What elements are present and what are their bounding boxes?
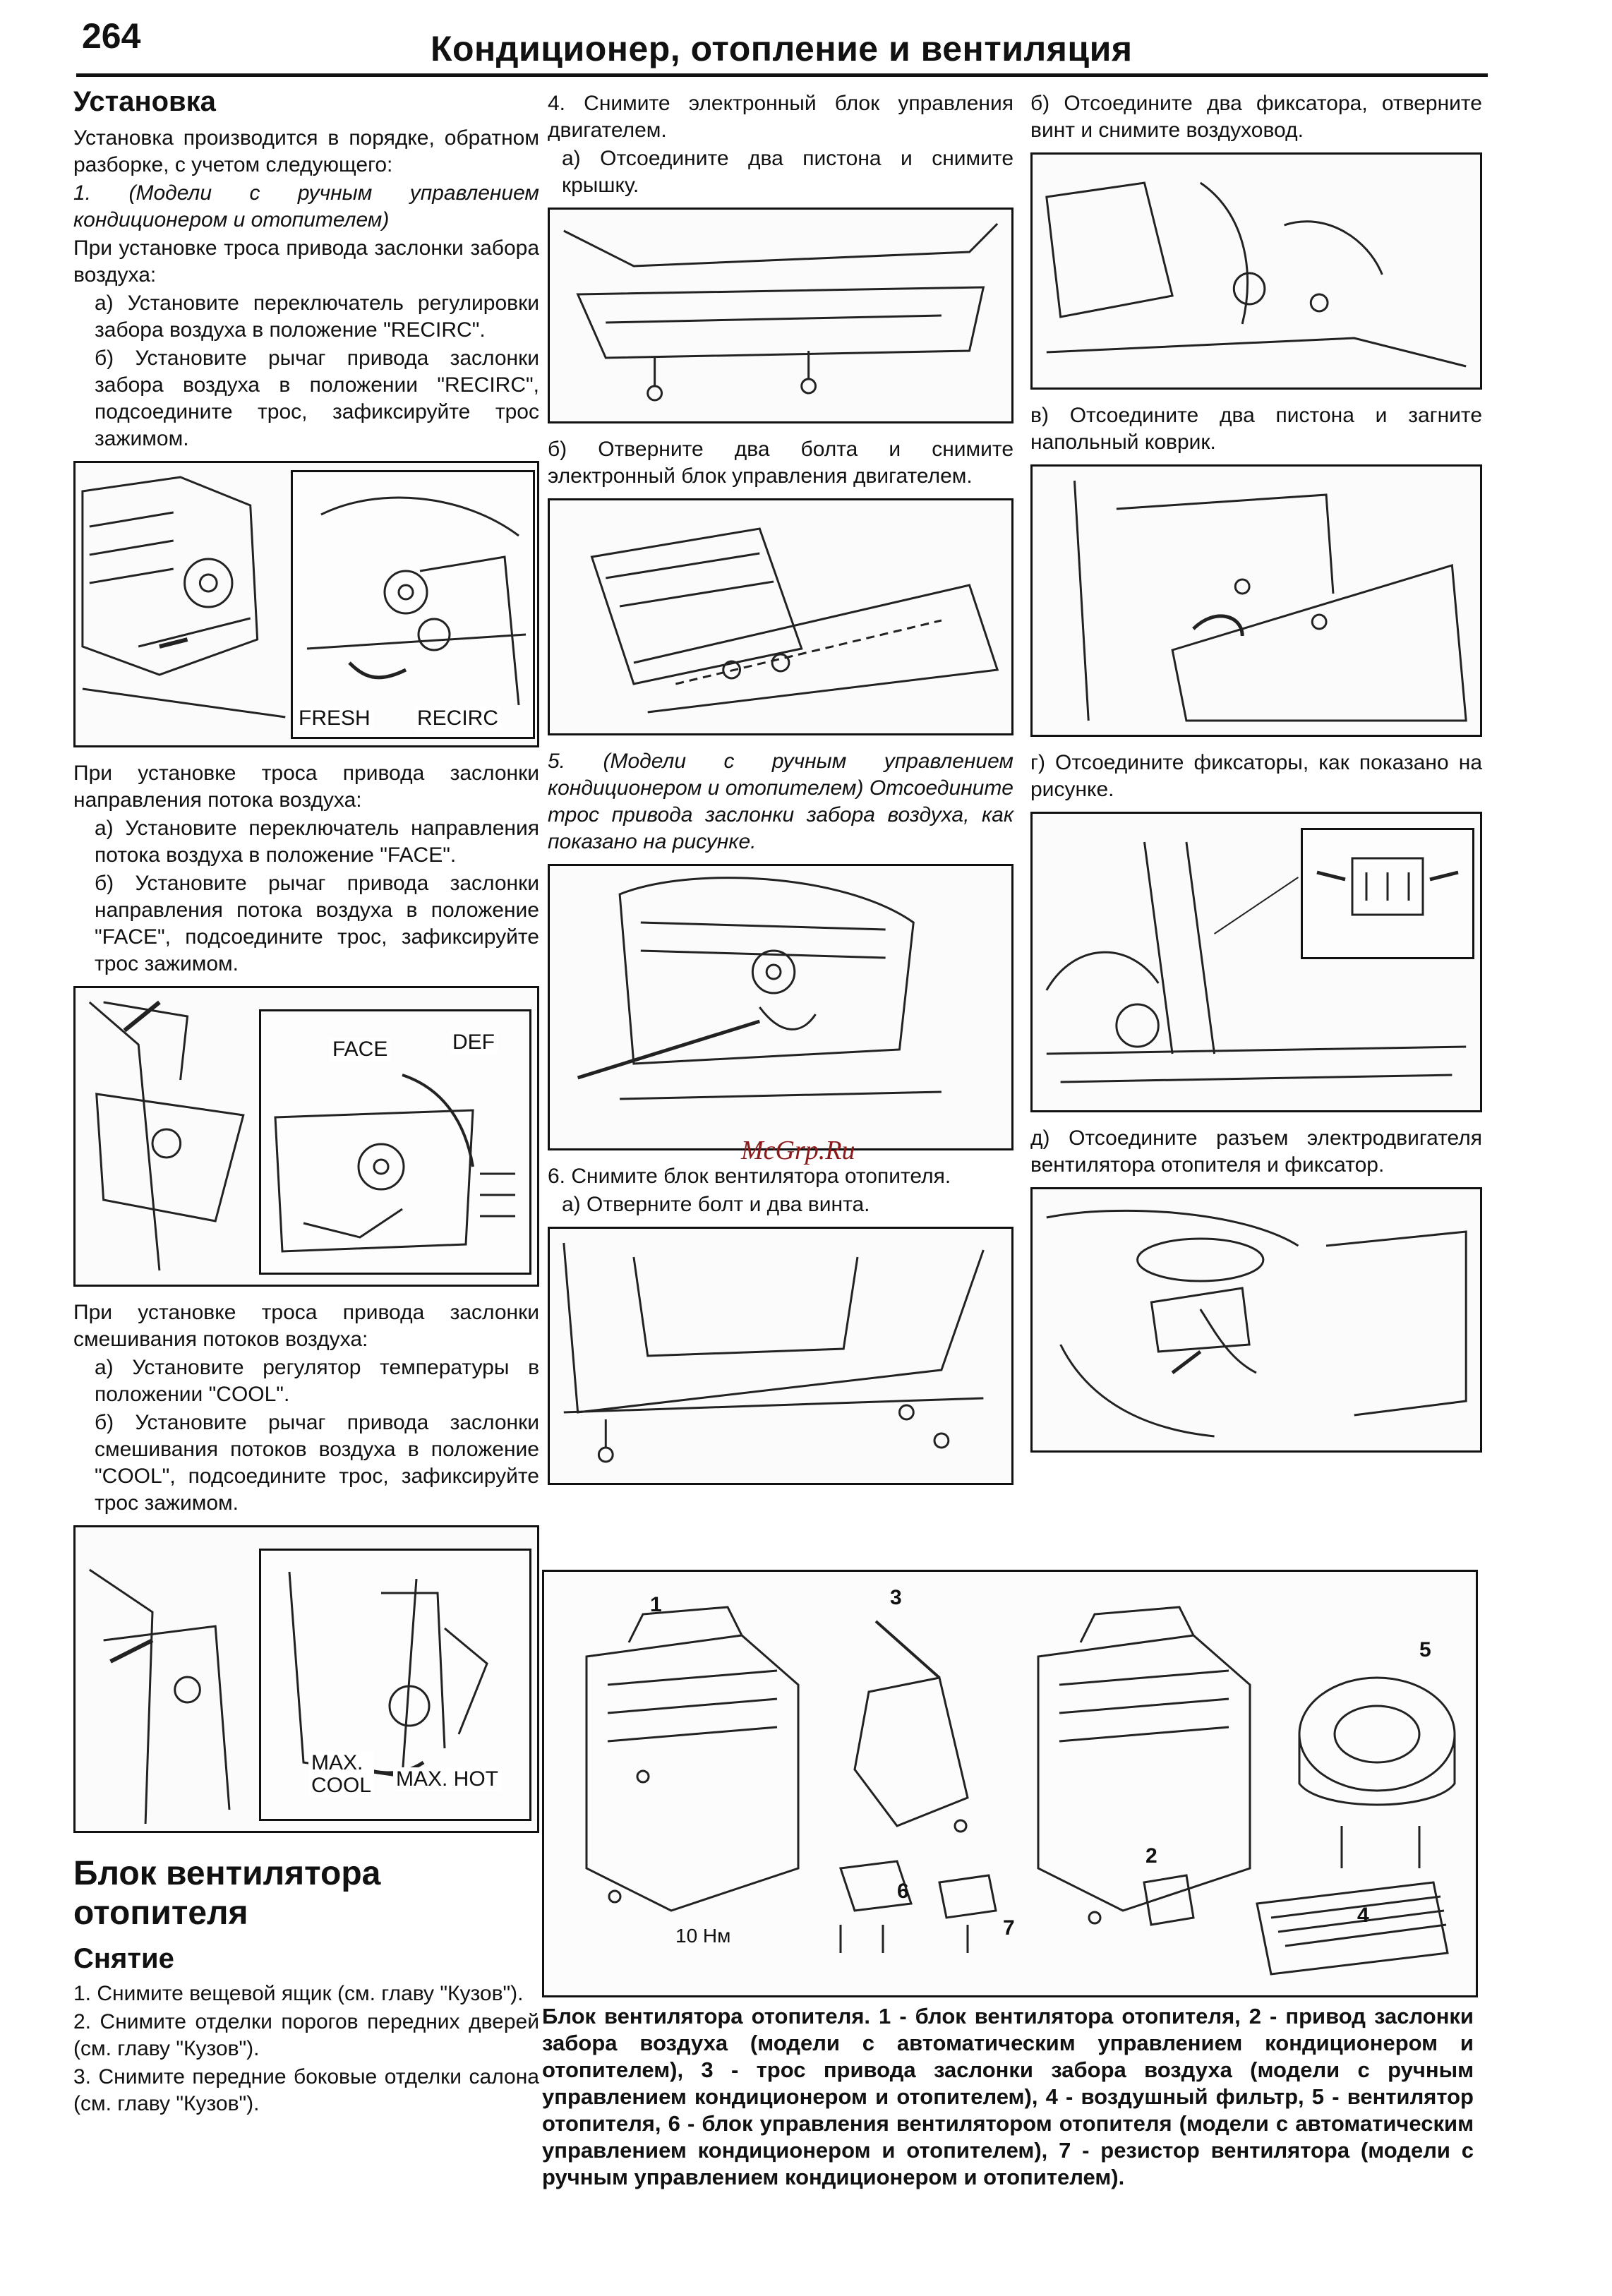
callout-7: 7 bbox=[1003, 1916, 1015, 1940]
callout-1: 1 bbox=[650, 1593, 662, 1616]
text-removal-3: 3. Снимите передние боковые отделки сало… bbox=[73, 2065, 539, 2115]
text-step-b: б) Установите рычаг привода заслонки заб… bbox=[95, 347, 539, 450]
text-step-b-face: б) Установите рычаг привода заслонки нап… bbox=[95, 872, 539, 975]
figure-floor-mat bbox=[1030, 464, 1482, 737]
heading-install: Установка bbox=[73, 86, 216, 117]
figure-inset-intake bbox=[291, 470, 535, 739]
callout-4: 4 bbox=[1357, 1904, 1369, 1927]
figure-caption: Блок вентилятора отопителя. 1 - блок вен… bbox=[542, 2004, 1474, 2189]
text-step-4a: а) Отсоедините два пистона и снимите кры… bbox=[562, 147, 1013, 197]
column-right: б) Отсоедините два фиксатора, отверните … bbox=[1030, 83, 1482, 1465]
figure-blower-screws bbox=[548, 1227, 1013, 1485]
text-step-6e: д) Отсоедините разъем электродвигателя в… bbox=[1030, 1126, 1482, 1177]
text-intake-cable: При установке троса привода заслонки заб… bbox=[73, 236, 539, 287]
figure-ecu-cover bbox=[548, 208, 1013, 423]
figure-inset-clip bbox=[1301, 828, 1474, 959]
text-manual-models: 1. (Модели с ручным управлением кондицио… bbox=[73, 181, 539, 232]
figure-intake-damper: FRESH RECIRC bbox=[73, 461, 539, 747]
text-direction-cable: При установке троса привода заслонки нап… bbox=[73, 762, 539, 812]
figure-clips bbox=[1030, 812, 1482, 1112]
text-removal-1: 1. Снимите вещевой ящик (см. главу "Кузо… bbox=[73, 1982, 524, 2005]
text-step-4: 4. Снимите электронный блок управления д… bbox=[548, 92, 1013, 142]
label-recirc: RECIRC bbox=[414, 707, 502, 731]
header-rule bbox=[76, 73, 1488, 77]
figure-intake-cable bbox=[548, 864, 1013, 1150]
text-step-6d: г) Отсоедините фиксаторы, как показано н… bbox=[1030, 751, 1482, 801]
text-mix-cable: При установке троса привода заслонки сме… bbox=[73, 1301, 539, 1351]
label-max-cool: MAX. COOL bbox=[308, 1752, 375, 1797]
text-step-6: 6. Снимите блок вентилятора отопителя. bbox=[548, 1165, 951, 1188]
text-step-6b: б) Отсоедините два фиксатора, отверните … bbox=[1030, 92, 1482, 142]
page-title: Кондиционер, отопление и вентиляция bbox=[431, 29, 1133, 68]
figure-ecu-bolts bbox=[548, 498, 1013, 735]
label-def: DEF bbox=[450, 1030, 498, 1054]
callout-3: 3 bbox=[890, 1586, 902, 1609]
label-fresh: FRESH bbox=[296, 707, 373, 731]
text-step-a-cool: а) Установите регулятор температуры в по… bbox=[95, 1356, 539, 1406]
figure-mix-damper: MAX. COOL MAX. HOT bbox=[73, 1525, 539, 1833]
heading-removal: Снятие bbox=[73, 1943, 174, 1974]
text-step-6c: в) Отсоедините два пистона и загните нап… bbox=[1030, 404, 1482, 454]
text-step-5: 5. (Модели с ручным управлением кондицио… bbox=[548, 750, 1013, 853]
label-face: FACE bbox=[330, 1038, 391, 1062]
page-number: 264 bbox=[82, 16, 141, 56]
torque-label: 10 Нм bbox=[675, 1925, 731, 1947]
callout-6: 6 bbox=[897, 1880, 909, 1903]
figure-blower-connector bbox=[1030, 1187, 1482, 1453]
text-step-b-cool: б) Установите рычаг привода заслонки сме… bbox=[95, 1411, 539, 1515]
callout-5: 5 bbox=[1419, 1638, 1431, 1661]
text-removal-2: 2. Снимите отделки порогов передних двер… bbox=[73, 2010, 539, 2060]
text-step-a-face: а) Установите переключатель направления … bbox=[95, 817, 539, 867]
figure-direction-damper: FACE DEF bbox=[73, 986, 539, 1287]
callout-2: 2 bbox=[1145, 1844, 1157, 1868]
text-step-4b: б) Отверните два болта и снимите электро… bbox=[548, 438, 1013, 488]
heading-blower-unit: Блок вентилятора отопителя bbox=[73, 1855, 381, 1932]
text-step-a: а) Установите переключатель регулировки … bbox=[95, 291, 539, 342]
text-step-6a: а) Отверните болт и два винта. bbox=[562, 1193, 870, 1216]
figure-exploded-blower: 1 2 3 4 5 6 7 10 Нм bbox=[542, 1570, 1478, 1997]
column-middle: 4. Снимите электронный блок управления д… bbox=[548, 83, 1013, 1498]
text-install-intro: Установка производится в порядке, обратн… bbox=[73, 126, 539, 176]
column-left: Установка Установка производится в поряд… bbox=[73, 83, 539, 2119]
label-max-hot: MAX. HOT bbox=[393, 1767, 502, 1791]
figure-air-duct bbox=[1030, 152, 1482, 390]
watermark: McGrp.Ru bbox=[741, 1136, 855, 1165]
